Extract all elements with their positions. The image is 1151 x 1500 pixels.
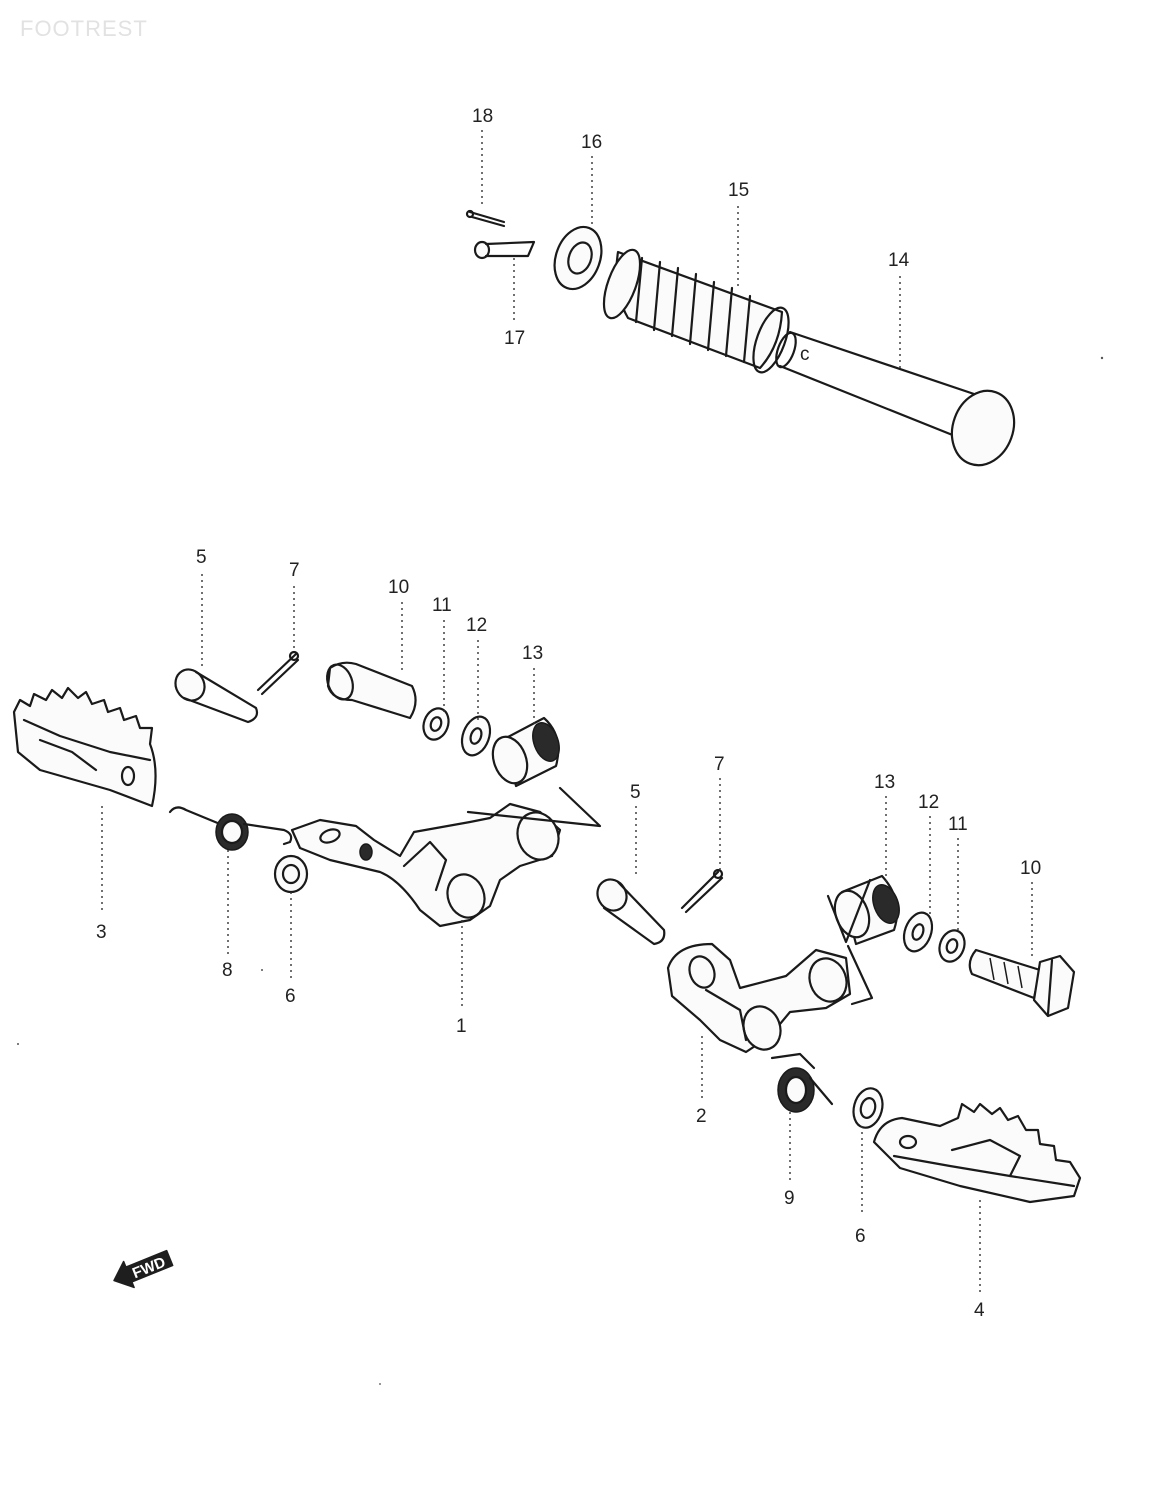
clevis-pin-5-left: [174, 668, 259, 724]
callout-1: 1: [456, 1016, 467, 1037]
washer-6-left: [273, 854, 309, 894]
callout-7-left: 7: [289, 560, 300, 581]
callout-6-left: 6: [285, 986, 296, 1007]
callout-4: 4: [974, 1300, 985, 1321]
washer-12-right: [902, 911, 934, 953]
callout-5-right: 5: [630, 782, 641, 803]
washer-12-left: [460, 715, 492, 757]
svg-text:c: c: [800, 344, 810, 365]
callout-16: 16: [581, 132, 602, 153]
callout-10-right: 10: [1020, 858, 1041, 879]
callout-13-left: 13: [522, 643, 543, 664]
lock-washer-11-left: [422, 707, 450, 741]
callout-14: 14: [888, 250, 910, 271]
callout-11-right: 11: [948, 814, 968, 835]
footrest-peg-3: [12, 686, 157, 808]
callout-9: 9: [784, 1188, 795, 1209]
washer-6-right: [852, 1087, 884, 1129]
bolt-10-left: [326, 661, 417, 720]
footrest-bracket-1: [290, 802, 562, 928]
footrest-peg-4: [872, 1102, 1082, 1204]
washer-16: [553, 225, 603, 291]
callout-6-right: 6: [855, 1226, 866, 1247]
footrest-bracket-2: [666, 942, 852, 1054]
bolt-10-right: [968, 948, 1076, 1018]
footrest-bar-14: c: [775, 330, 1016, 467]
cotter-pin-7-right: [680, 868, 724, 914]
clevis-pin-5-right: [596, 878, 666, 946]
forward-arrow-icon: FWD: [113, 1249, 174, 1289]
callout-8: 8: [222, 960, 233, 981]
lock-washer-11-right: [938, 929, 966, 963]
callout-17: 17: [504, 328, 525, 349]
rubber-grip-15: [602, 248, 790, 374]
callout-2: 2: [696, 1106, 707, 1127]
spring-9: [770, 1052, 834, 1113]
callout-10-left: 10: [388, 577, 409, 598]
callout-11-left: 11: [432, 595, 452, 616]
fwd-label: FWD: [130, 1254, 168, 1283]
cotter-pin-18: [465, 209, 506, 228]
callout-12-left: 12: [466, 615, 487, 636]
clevis-pin-17: [473, 240, 536, 260]
callout-13-right: 13: [874, 772, 895, 793]
spring-8: [168, 806, 293, 851]
bushing-13-left: [491, 716, 560, 788]
callout-3: 3: [96, 922, 107, 943]
page-title: FOOTREST: [20, 16, 148, 41]
callout-15: 15: [728, 180, 749, 201]
callout-5-left: 5: [196, 547, 207, 568]
cotter-pin-7-left: [256, 650, 300, 696]
callout-7-right: 7: [714, 754, 725, 775]
callout-12-right: 12: [918, 792, 939, 813]
callout-18: 18: [472, 106, 493, 127]
